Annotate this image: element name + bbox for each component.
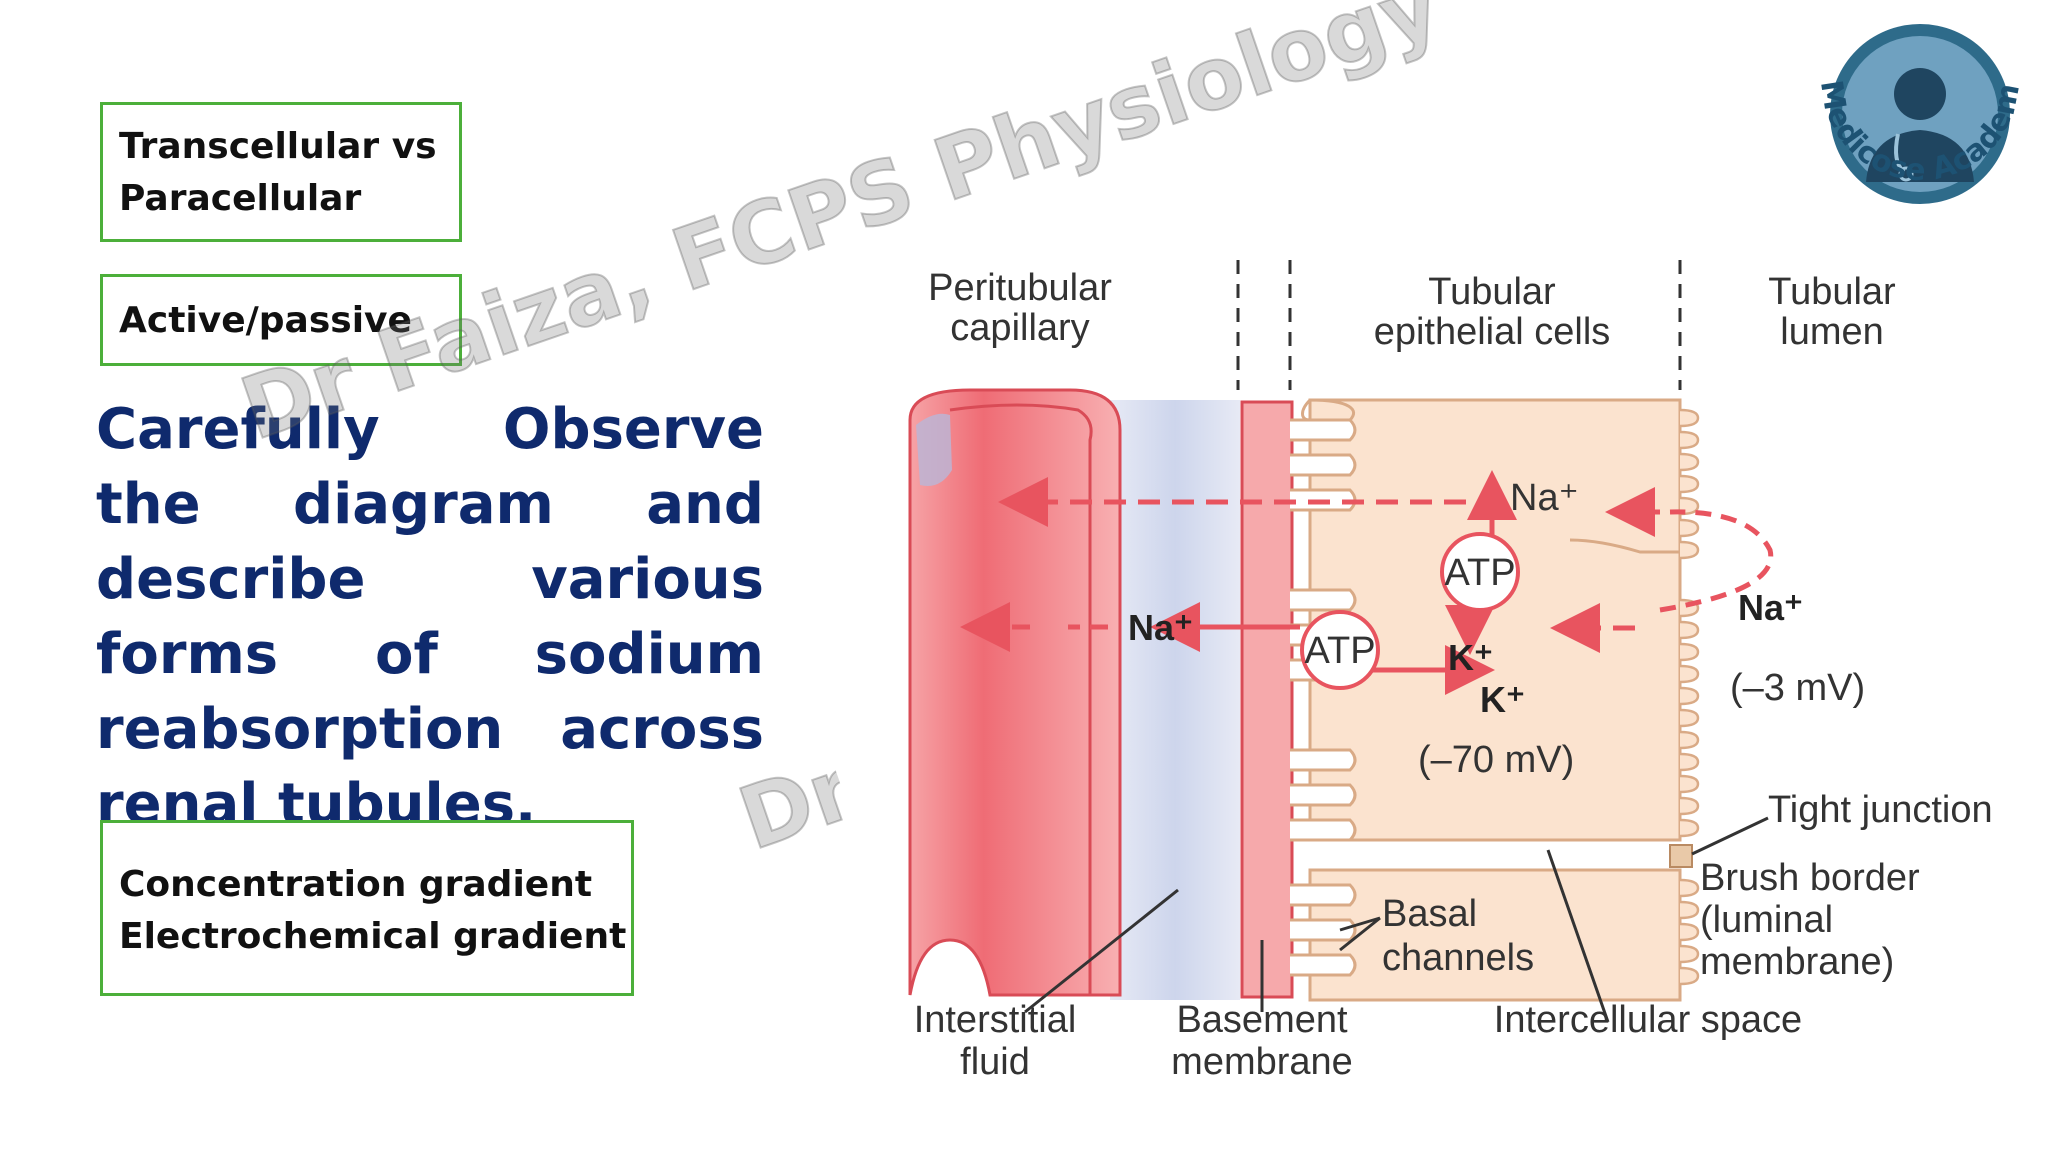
header-peritubular: Peritubular — [928, 267, 1112, 309]
leader-line — [1691, 816, 1769, 856]
transcellular-paracellular-box: Transcellular vs Paracellular — [100, 102, 462, 242]
leader-line — [1024, 888, 1179, 1014]
doctor-stethoscope-icon — [1866, 68, 1974, 182]
k-ion-label: K⁺ — [1480, 679, 1525, 720]
na-ion-label: Na⁺ — [1510, 477, 1579, 519]
na-ion-label: Na⁺ — [1738, 587, 1803, 628]
header-tubular: Tubular — [1428, 271, 1556, 313]
na-ion-label: Na⁺ — [1128, 607, 1193, 648]
tubular-epithelial-cell — [1290, 868, 1700, 1002]
brush-border-label: (luminal — [1700, 899, 1833, 941]
basement-membrane — [1240, 400, 1294, 999]
basal-channels-label: channels — [1382, 937, 1534, 979]
intercellular-space-label: Intercellular space — [1494, 999, 1802, 1041]
concentration-gradient-text: Concentration gradient — [119, 864, 593, 905]
active-passive-text: Active/passive — [119, 300, 412, 341]
cell-potential: (–70 mV) — [1418, 739, 1574, 781]
atp-pump-apical — [1440, 532, 1520, 612]
sodium-reabsorption-diagram: Peritubular capillary Tubular epithelial… — [908, 260, 1993, 1083]
interstitial-fluid-region — [1110, 400, 1240, 1000]
atp-label: ATP — [1304, 630, 1375, 672]
sodium-flux-arrows — [960, 470, 1774, 695]
basement-membrane-label: membrane — [1171, 1041, 1353, 1083]
leader-line — [1339, 916, 1381, 952]
peritubular-capillary — [908, 388, 1122, 997]
leader-line — [1546, 849, 1610, 1023]
tight-junction-label: Tight junction — [1768, 789, 1993, 831]
interstitial-fluid-label: fluid — [960, 1041, 1030, 1083]
basement-membrane-label: Basement — [1176, 999, 1348, 1041]
header-tubular-lumen-1: Tubular — [1768, 271, 1896, 313]
leader-line — [1339, 916, 1381, 932]
paracellular-text: Paracellular — [119, 178, 362, 219]
lumen-potential: (–3 mV) — [1730, 667, 1865, 709]
gradient-box: Concentration gradient Electrochemical g… — [100, 820, 634, 996]
interstitial-fluid-label: Interstitial — [914, 999, 1077, 1041]
brush-border-label: membrane) — [1700, 941, 1894, 983]
atp-pump-basal — [1300, 610, 1380, 690]
medicose-academics-logo: Medicose Academics — [1800, 22, 2027, 204]
header-epithelial-cells: epithelial cells — [1374, 311, 1611, 353]
active-passive-box: Active/passive — [100, 274, 462, 366]
atp-label: ATP — [1444, 552, 1515, 594]
transcellular-text: Transcellular vs — [119, 126, 437, 167]
brush-border-label: Brush border — [1700, 857, 1920, 899]
header-tubular-lumen-2: lumen — [1780, 311, 1884, 353]
question-prompt: Carefully Observe the diagram and descri… — [96, 397, 764, 837]
tight-junction — [1669, 844, 1693, 868]
basal-channels-label: Basal — [1382, 893, 1477, 935]
header-capillary: capillary — [950, 307, 1089, 349]
electrochemical-gradient-text: Electrochemical gradient — [119, 916, 627, 957]
k-ion-label: K⁺ — [1448, 637, 1493, 678]
